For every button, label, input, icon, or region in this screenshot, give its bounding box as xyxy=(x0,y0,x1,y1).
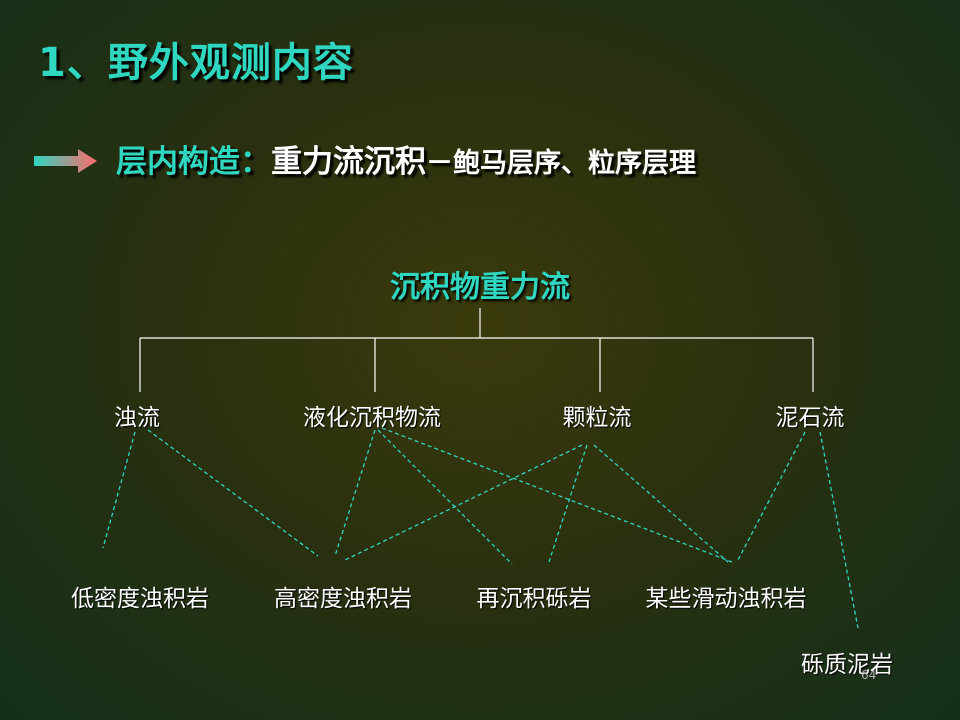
link-liquefied-high xyxy=(334,429,376,557)
arrow-right-icon xyxy=(34,149,97,173)
deposit-low-density-turbidite: 低密度浊积岩 xyxy=(71,586,209,612)
link-grain-slump xyxy=(593,444,729,563)
category-grain-flow: 颗粒流 xyxy=(562,405,632,431)
category-liquefied-flow: 液化沉积物流 xyxy=(303,405,441,431)
link-turbidity-low xyxy=(102,431,136,549)
deposit-slump-turbidite: 某些滑动浊积岩 xyxy=(645,586,807,612)
link-grain-high xyxy=(344,444,583,561)
deposit-resedimented-conglomerate: 再沉积砾岩 xyxy=(476,586,592,612)
link-debris-slump xyxy=(737,431,806,561)
subtitle: 层内构造：重力流沉积－鲍马层序、粒序层理 xyxy=(116,136,696,181)
bullet-arrow xyxy=(34,138,98,184)
category-debris-flow: 泥石流 xyxy=(775,405,845,431)
link-grain-conglomerate xyxy=(547,444,588,566)
subtitle-rest: －鲍马层序、粒序层理 xyxy=(426,148,696,179)
link-liquefied-conglomerate xyxy=(377,429,513,565)
link-debris-mudstone xyxy=(819,431,859,629)
root-node: 沉积物重力流 xyxy=(390,270,570,305)
deposit-high-density-turbidite: 高密度浊积岩 xyxy=(274,586,412,612)
category-turbidity-current: 浊流 xyxy=(114,405,160,431)
link-liquefied-slump xyxy=(381,427,733,563)
slide-title: 1、野外观测内容 xyxy=(38,40,354,86)
subtitle-label: 层内构造： xyxy=(116,144,271,180)
deposit-pebbly-mudstone: 砾质泥岩 xyxy=(801,652,893,678)
page-number: 64 xyxy=(861,668,877,682)
link-turbidity-high xyxy=(147,429,319,557)
subtitle-main: 重力流沉积 xyxy=(271,144,426,180)
